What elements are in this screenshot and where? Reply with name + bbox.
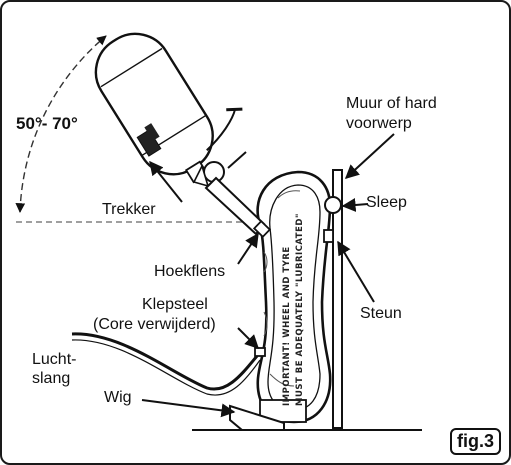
figure-number-badge: fig.3 (449, 428, 501, 455)
tyre-warning-line1: IMPORTANT! WHEEL AND TYRE (282, 246, 292, 406)
trigger-label: Trekker (102, 201, 156, 218)
angle-arc (15, 35, 107, 213)
slide-label: Sleep (366, 194, 407, 211)
valve-stem (254, 347, 266, 357)
bead-seater-tank (94, 32, 243, 184)
tyre-warning-line2: MUST BE ADEQUATELY "LUBRICATED" (295, 213, 305, 406)
arrow-valve-stem (237, 327, 259, 349)
valve-stem-label: Klepsteel (142, 296, 208, 313)
arrow-hook-flange (237, 232, 259, 265)
arrow-slide (341, 198, 369, 212)
air-hose (71, 332, 259, 391)
slide-bead (324, 196, 342, 214)
wedge-label: Wig (104, 389, 132, 406)
wall-label: Muur of hard voorwerp (346, 95, 437, 132)
wall (332, 169, 343, 429)
support-label: Steun (360, 305, 402, 322)
arrow-wall (344, 133, 395, 179)
wedge (229, 404, 285, 431)
core-removed-label: (Core verwijderd) (93, 316, 216, 333)
arrow-trigger (149, 160, 183, 203)
air-hose-label: Lucht-slang (32, 351, 77, 387)
arrow-support (337, 240, 375, 303)
tyre (256, 170, 332, 424)
arrow-wedge (141, 399, 236, 418)
angle-label: 50°- 70° (16, 114, 78, 133)
support-block (323, 229, 334, 243)
hook-flange-label: Hoekflens (154, 263, 226, 280)
